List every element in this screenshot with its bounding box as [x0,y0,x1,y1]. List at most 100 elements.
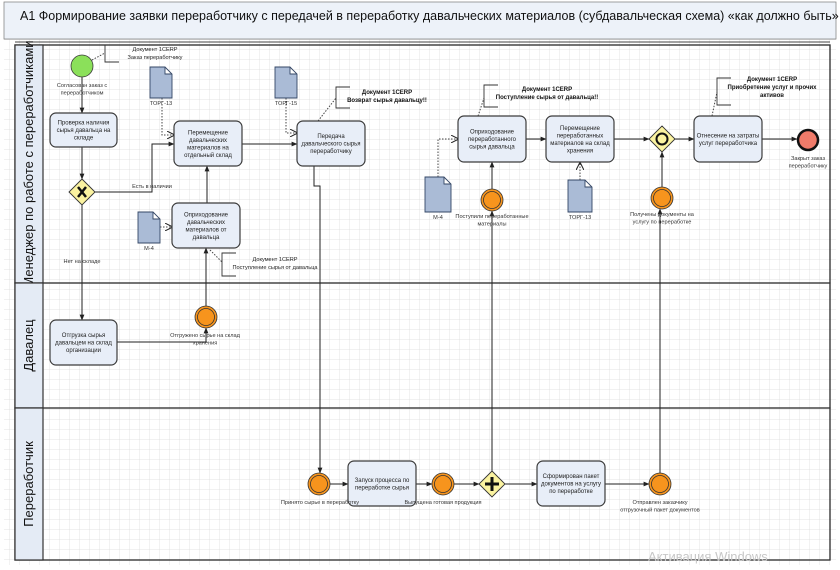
task-label: документов на услугу [541,482,601,488]
task-label: Проверка наличия [58,121,110,127]
lane-header [14,407,44,561]
event-label: Получены документы на [630,212,695,218]
task-label: давальческих [187,220,225,226]
event-label: переработчиком [61,91,104,97]
document-icon: ТОРГ-13 [149,66,173,107]
task-label: давальца [193,235,220,241]
document-label: ТОРГ-13 [569,215,591,221]
event-label: Отгружено сырье на склад [170,333,240,339]
document-label: ТОРГ-13 [150,101,172,107]
intermediate-event[interactable]: Поступили переработанные материалы [455,188,529,228]
start-event[interactable]: Согласован заказ с переработчиком [57,54,107,97]
annotation-line: Документ 1CERP [747,77,797,83]
intermediate-event[interactable]: Принято сырье в переработку [281,472,359,506]
event-label: материалы [477,222,506,228]
annotation-link [91,52,106,61]
plus-icon [485,477,499,491]
exclusive-gateway[interactable] [68,178,96,206]
document-label: ТОРГ-15 [275,101,297,107]
event-label: Согласован заказ с [57,83,107,89]
task-label: материалов от [185,227,226,233]
intermediate-event[interactable]: Отгружено сырье на склад хранения [170,305,241,347]
annotation-line: Документ 1CERP [362,90,412,96]
task-label: сырья давальца [469,145,515,151]
annotation-line: Поступление сырья от давальца [232,265,318,271]
task-label: Перемещение [560,126,601,132]
text-annotation: Документ 1CERP Поступление сырья от давал… [221,252,318,277]
task-label: услуг переработчика [699,141,758,147]
flow-label-not-in-stock: Нет на складе [64,259,101,265]
event-based-gateway[interactable] [648,125,676,153]
annotation-line: Поступление сырья от давальца!! [496,95,598,101]
intermediate-event[interactable]: Получены документы на услугу по переработ… [630,186,695,226]
task-label: Сформирован пакет [543,474,600,480]
event-label: Поступили переработанные [455,214,528,220]
task-cost[interactable]: Отнесение на затраты услуг переработчика [693,115,763,163]
text-annotation: Документ 1CERP Возврат сырья давальцу!! [335,86,427,109]
title-bar [3,1,837,40]
sequence-flow [313,166,323,474]
task-label: материалов на [187,145,229,151]
task-label: хранения [567,148,593,154]
task-label: давальческого сырья [301,142,360,148]
data-association [437,139,458,177]
lane-title: Менеджер по работе с переработчиками [21,40,36,287]
task-label: по переработке [549,489,593,495]
task-label: переработке сырья [355,485,409,491]
event-label: отгрузочный пакет документов [620,507,700,514]
annotation-line: Документ 1CERP [252,257,297,263]
task-label: Запуск процесса по [355,478,410,484]
task-label: Отнесение на затраты [697,133,760,139]
intermediate-event[interactable]: Выпущена готовая продукция [404,472,482,506]
intermediate-event-icon [650,186,674,210]
task-label: Оприходование [184,212,229,218]
document-label: М-4 [144,246,154,252]
document-icon: ТОРГ-15 [274,66,298,107]
event-label: хранения [193,341,217,347]
parallel-gateway[interactable] [478,470,506,498]
lane-pererabotchik: Переработчик [14,407,831,561]
event-label: Принято сырье в переработку [281,500,359,506]
document-label: М-4 [433,215,443,221]
task-label: давальцем на склад [55,341,112,347]
task-label: сырья давальца на [57,128,111,134]
task-package[interactable]: Сформирован пакет документов на услугупо … [536,460,606,507]
lane-manager: Менеджер по работе с переработчиками [14,40,831,288]
annotation-line: Документ 1CERP [522,87,572,93]
data-association [161,98,174,135]
task-label: переработанного [468,137,517,143]
annotation-line: активов [760,93,784,99]
task-label: Оприходование [470,130,515,136]
document-icon: М-4 [137,211,161,252]
event-label: Закрыт заказ [791,156,825,162]
event-label: услугу по переработке [633,220,692,226]
data-association [285,98,297,133]
annotation-line: Приобретение услуг и прочих [728,84,818,91]
annotation-line: Возврат сырья давальцу!! [347,98,427,104]
document-icon: ТОРГ-13 [567,179,593,221]
task-label: отдельный склад [184,152,232,159]
sequence-flow [117,327,209,343]
start-event-icon [70,54,94,78]
event-label: Выпущена готовая продукция [404,500,481,506]
task-label: складе [74,136,94,142]
intermediate-event-icon [648,472,672,496]
task-label: Передача [317,134,345,140]
intermediate-event-icon [431,472,455,496]
lane-header [14,44,44,284]
annotation-line: Документ 1CERP [132,47,177,53]
lane-header [14,282,44,409]
